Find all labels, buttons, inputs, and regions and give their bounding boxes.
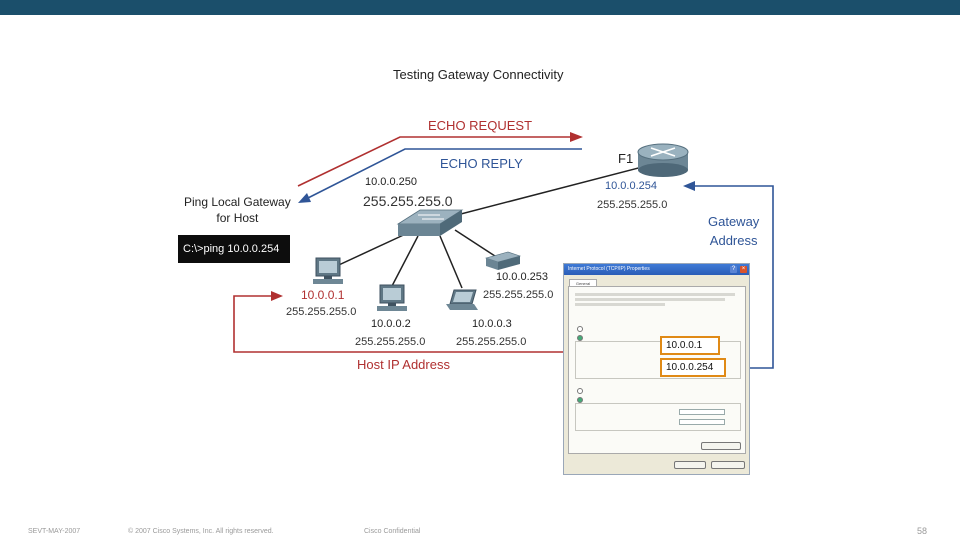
link-switch-host3 bbox=[440, 236, 462, 288]
host4-mask: 255.255.255.0 bbox=[483, 289, 553, 301]
ip-address-highlight: 10.0.0.1 bbox=[660, 336, 720, 355]
default-gateway-highlight: 10.0.0.254 bbox=[660, 358, 726, 377]
footer-copyright: © 2007 Cisco Systems, Inc. All rights re… bbox=[128, 528, 274, 535]
help-button[interactable]: ? bbox=[730, 266, 737, 273]
link-switch-router bbox=[430, 165, 650, 222]
alternate-dns-field[interactable] bbox=[679, 419, 725, 425]
dialog-intro-text-placeholder bbox=[575, 293, 735, 296]
desktop-icon-host2 bbox=[377, 285, 407, 311]
switch-mask: 255.255.255.0 bbox=[363, 193, 453, 209]
host4-ip: 10.0.0.253 bbox=[496, 271, 548, 283]
preferred-dns-field[interactable] bbox=[679, 409, 725, 415]
dialog-intro-text-placeholder-2 bbox=[575, 298, 725, 301]
echo-request-arrowhead bbox=[570, 132, 583, 142]
host3-mask: 255.255.255.0 bbox=[456, 336, 526, 348]
link-switch-host4 bbox=[455, 230, 498, 258]
echo-request-label: ECHO REQUEST bbox=[428, 118, 532, 133]
advanced-button[interactable] bbox=[701, 442, 741, 450]
dialog-intro-text-placeholder-3 bbox=[575, 303, 665, 306]
obtain-ip-radio[interactable] bbox=[577, 326, 583, 332]
echo-request-arrow bbox=[298, 137, 575, 186]
host1-mask: 255.255.255.0 bbox=[286, 306, 356, 318]
switch-icon bbox=[398, 210, 462, 236]
laptop-icon-host3 bbox=[446, 290, 478, 310]
gateway-label-line1: Gateway bbox=[708, 212, 759, 231]
router-icon bbox=[638, 144, 688, 177]
switch-ip: 10.0.0.250 bbox=[365, 176, 417, 188]
gateway-label-line2: Address bbox=[708, 231, 759, 250]
host-ip-address-label: Host IP Address bbox=[357, 357, 450, 372]
router-name: F1 bbox=[618, 151, 633, 166]
ping-label-line2: for Host bbox=[184, 210, 291, 226]
printer-icon-host4 bbox=[486, 252, 520, 270]
desktop-icon-host1 bbox=[313, 258, 343, 284]
dns-settings-group bbox=[575, 403, 741, 431]
gateway-connector-arrowhead bbox=[683, 181, 695, 191]
page-number: 58 bbox=[917, 526, 927, 536]
router-ip: 10.0.0.254 bbox=[605, 180, 657, 192]
close-button[interactable]: × bbox=[740, 266, 747, 273]
host1-ip: 10.0.0.1 bbox=[301, 288, 344, 302]
host2-mask: 255.255.255.0 bbox=[355, 336, 425, 348]
footer-confidential: Cisco Confidential bbox=[364, 528, 420, 535]
echo-reply-label: ECHO REPLY bbox=[440, 156, 523, 171]
ping-label-line1: Ping Local Gateway bbox=[184, 194, 291, 210]
echo-reply-arrowhead bbox=[298, 193, 311, 203]
obtain-dns-radio[interactable] bbox=[577, 388, 583, 394]
cancel-button[interactable] bbox=[711, 461, 745, 469]
gateway-address-label: Gateway Address bbox=[708, 212, 759, 250]
ok-button[interactable] bbox=[674, 461, 706, 469]
host-ip-connector-arrowhead bbox=[271, 291, 283, 301]
host3-ip: 10.0.0.3 bbox=[472, 318, 512, 330]
ping-command: C:\>ping 10.0.0.254 bbox=[178, 235, 290, 263]
router-mask: 255.255.255.0 bbox=[597, 199, 667, 211]
host2-ip: 10.0.0.2 bbox=[371, 318, 411, 330]
ping-gateway-label: Ping Local Gateway for Host bbox=[184, 194, 291, 226]
dialog-title: Internet Protocol (TCP/IP) Properties bbox=[564, 264, 749, 275]
diagram-title: Testing Gateway Connectivity bbox=[393, 67, 564, 82]
footer-course-code: SEVT-MAY-2007 bbox=[28, 528, 80, 535]
link-switch-host2 bbox=[392, 236, 418, 286]
